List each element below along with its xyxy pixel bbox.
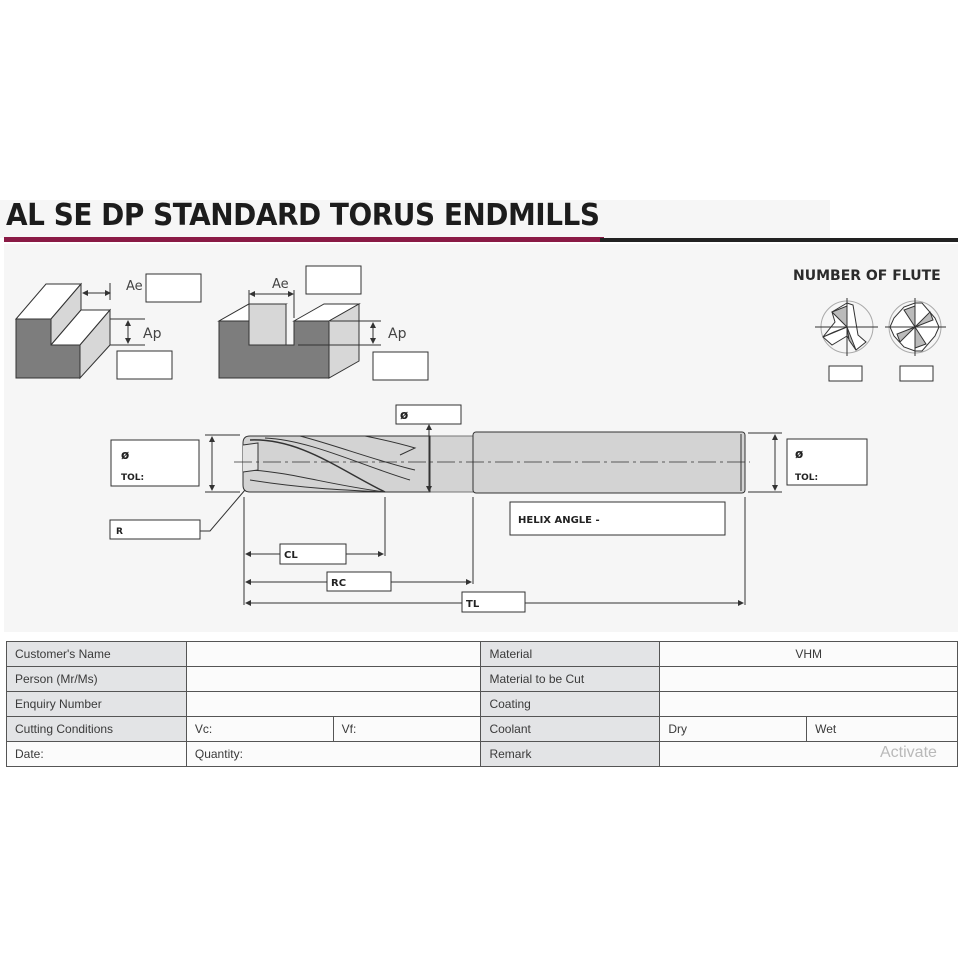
coolant-label: Coolant bbox=[480, 716, 661, 742]
vf-field[interactable]: Vf: bbox=[332, 716, 482, 742]
corner-radius-label: R bbox=[116, 527, 123, 537]
side-ae-field[interactable] bbox=[145, 273, 202, 303]
cutting-diameter-field[interactable] bbox=[110, 439, 200, 487]
title-rule-accent bbox=[4, 237, 604, 242]
person-field[interactable] bbox=[185, 666, 482, 692]
activation-watermark: Activate bbox=[880, 744, 937, 761]
slot-ap-label: Ap bbox=[388, 326, 407, 342]
technical-drawing: Ae Ap Ae Ap NUMBER OF FLUTE bbox=[14, 265, 946, 613]
side-ae-label: Ae bbox=[126, 279, 143, 294]
reach-field[interactable] bbox=[326, 571, 392, 592]
slot-ae-field[interactable] bbox=[305, 265, 362, 295]
title-rule bbox=[600, 238, 958, 242]
cutting-tol-label: TOL: bbox=[121, 473, 144, 483]
person-label: Person (Mr/Ms) bbox=[6, 666, 187, 692]
slot-milling-diagram bbox=[217, 290, 381, 379]
side-milling-diagram bbox=[14, 282, 145, 380]
customer-name-field[interactable] bbox=[185, 641, 482, 667]
helix-angle-label: HELIX ANGLE - bbox=[518, 515, 600, 526]
form-row: Enquiry Number Coating bbox=[6, 691, 958, 717]
total-length-label: TL bbox=[466, 599, 480, 610]
remark-label: Remark bbox=[480, 741, 661, 767]
coating-field[interactable] bbox=[659, 691, 958, 717]
helix-angle-field[interactable] bbox=[509, 501, 726, 536]
date-field[interactable]: Date: bbox=[6, 741, 187, 767]
three-flute-icon bbox=[815, 298, 878, 356]
enquiry-number-label: Enquiry Number bbox=[6, 691, 187, 717]
enquiry-number-field[interactable] bbox=[185, 691, 482, 717]
cutting-length-field[interactable] bbox=[279, 543, 347, 565]
form-row: Date: Quantity: Remark bbox=[6, 741, 958, 767]
total-length-field[interactable] bbox=[461, 591, 526, 613]
form-row: Customer's Name Material VHM bbox=[6, 641, 958, 667]
endmill-drawing bbox=[200, 424, 782, 606]
material-label: Material bbox=[480, 641, 661, 667]
material-to-cut-label: Material to be Cut bbox=[480, 666, 661, 692]
cutting-length-label: CL bbox=[284, 550, 298, 561]
flute-title: NUMBER OF FLUTE bbox=[793, 268, 941, 284]
three-flute-field[interactable] bbox=[828, 365, 863, 382]
side-ap-field[interactable] bbox=[116, 350, 173, 380]
slot-ae-label: Ae bbox=[272, 277, 289, 292]
four-flute-field[interactable] bbox=[899, 365, 934, 382]
quantity-field[interactable]: Quantity: bbox=[185, 741, 482, 767]
form-row: Cutting Conditions Vc: Vf: Coolant Dry W… bbox=[6, 716, 958, 742]
coolant-dry-option[interactable]: Dry bbox=[659, 716, 808, 742]
material-to-cut-field[interactable] bbox=[659, 666, 958, 692]
shank-diameter-field[interactable] bbox=[786, 438, 868, 486]
header-band bbox=[0, 200, 830, 238]
corner-radius-field[interactable] bbox=[109, 519, 201, 540]
four-flute-icon bbox=[885, 298, 946, 356]
neck-diameter-field[interactable] bbox=[395, 404, 462, 425]
reach-label: RC bbox=[331, 578, 346, 589]
cutting-diameter-symbol: ø bbox=[121, 448, 129, 462]
cutting-conditions-label: Cutting Conditions bbox=[6, 716, 187, 742]
shank-tol-label: TOL: bbox=[795, 473, 818, 483]
slot-ap-field[interactable] bbox=[372, 351, 429, 381]
shank-diameter-symbol: ø bbox=[795, 447, 803, 461]
page-title: AL SE DP STANDARD TORUS ENDMILLS bbox=[6, 198, 600, 233]
material-field[interactable]: VHM bbox=[659, 641, 958, 667]
side-ap-label: Ap bbox=[143, 326, 162, 342]
coating-label: Coating bbox=[480, 691, 661, 717]
vc-field[interactable]: Vc: bbox=[185, 716, 334, 742]
customer-name-label: Customer's Name bbox=[6, 641, 187, 667]
neck-diameter-symbol: ø bbox=[400, 408, 408, 422]
coolant-wet-option[interactable]: Wet bbox=[806, 716, 958, 742]
remark-field[interactable] bbox=[659, 741, 958, 767]
form-row: Person (Mr/Ms) Material to be Cut bbox=[6, 666, 958, 692]
enquiry-form: Customer's Name Material VHM Person (Mr/… bbox=[6, 641, 958, 767]
